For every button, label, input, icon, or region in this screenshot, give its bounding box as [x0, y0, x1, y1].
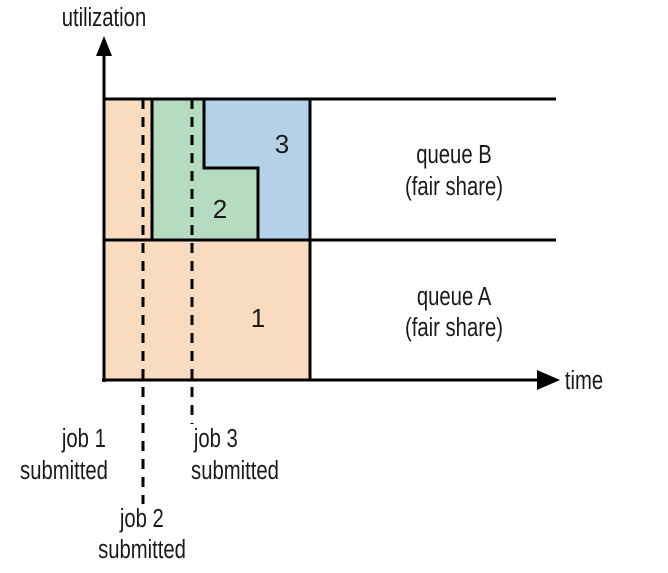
y-axis-label: utilization	[62, 3, 146, 32]
y-axis-arrowhead	[96, 36, 112, 56]
job-3-event-line2: submitted	[191, 456, 279, 485]
queue-b-share: (fair share)	[405, 172, 503, 201]
job-1-event-line2: submitted	[20, 456, 108, 485]
job-2-3-boundary	[202, 99, 260, 240]
queue-b-name: queue B	[416, 140, 491, 169]
job-1-event-line1: job 1	[61, 424, 106, 453]
job-1-region	[104, 99, 310, 380]
job-3-region	[204, 99, 310, 240]
job-3-label: 3	[275, 129, 289, 159]
x-axis-label: time	[565, 366, 603, 395]
job-2-event-line2: submitted	[98, 535, 186, 564]
queue-a-share: (fair share)	[405, 313, 503, 342]
job-1-label: 1	[251, 303, 265, 333]
job-3-event-line1: job 3	[193, 424, 238, 453]
job-2-label: 2	[213, 194, 227, 224]
x-axis-arrowhead	[537, 370, 560, 390]
queue-a-name: queue A	[417, 282, 492, 311]
job-2-event-line1: job 2	[119, 504, 164, 533]
